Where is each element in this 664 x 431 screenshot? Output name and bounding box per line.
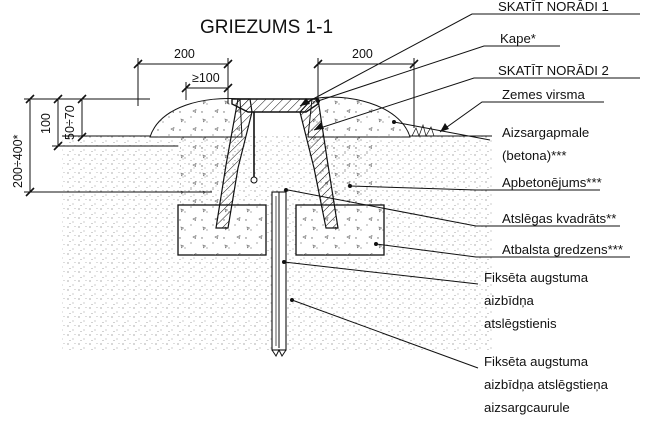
dim-min-100: ≥100 (192, 71, 220, 85)
label-valve-key-rod-line-1: aizbīdņa (484, 293, 535, 308)
leader-lines (282, 13, 640, 369)
label-concreting: Apbetonējums*** (502, 175, 602, 190)
annotation-labels: SKATĪT NORĀDI 1 Kape* SKATĪT NORĀDI 2 Zemes… (484, 0, 623, 415)
label-see-note-2-line-0: SKATĪT NORĀDI 2 (498, 63, 609, 78)
label-protective-edge-line-1: (betona)*** (502, 148, 567, 163)
label-concreting-line-0: Apbetonējums*** (502, 175, 602, 190)
label-ground-surface: Zemes virsma (502, 87, 585, 102)
label-key-square: Atslēgas kvadrāts** (502, 211, 616, 226)
dim-200-400: 200÷400* (11, 134, 25, 188)
support-ring-right-fill (296, 205, 384, 255)
label-key-square-line-0: Atslēgas kvadrāts** (502, 211, 616, 226)
label-lid: Kape* (500, 31, 536, 46)
label-valve-key-rod: Fiksēta augstuma aizbīdņa atslēgstienis (484, 270, 589, 331)
label-valve-key-rod-tube-line-1: aizbīdņa atslēgstieņa (484, 377, 609, 392)
right-protective-edge-fill (308, 97, 410, 137)
valve-key-rod-assembly (271, 188, 288, 357)
label-see-note-1-line-0: SKATĪT NORĀDI 1 (498, 0, 609, 14)
label-support-ring-line-0: Atbalsta gredzens*** (502, 242, 623, 257)
label-valve-key-rod-line-0: Fiksēta augstuma (484, 270, 589, 285)
ground-surface-line (62, 123, 492, 138)
dim-50-70: 50÷70 (63, 105, 77, 140)
dim-100-vertical: 100 (39, 113, 53, 134)
label-protective-edge-line-0: Aizsargapmale (502, 125, 589, 140)
section-title: GRIEZUMS 1-1 (200, 17, 333, 38)
left-protective-edge-fill (150, 98, 242, 137)
label-valve-key-rod-tube-line-0: Fiksēta augstuma (484, 354, 589, 369)
label-protective-edge: Aizsargapmale (betona)*** (502, 125, 589, 163)
label-valve-key-rod-line-2: atslēgstienis (484, 316, 557, 331)
dim-200-right: 200 (352, 47, 373, 61)
label-ground-surface-line-0: Zemes virsma (502, 87, 585, 102)
label-lid-line-0: Kape* (500, 31, 536, 46)
label-support-ring: Atbalsta gredzens*** (502, 242, 623, 257)
label-see-note-1: SKATĪT NORĀDI 1 (498, 0, 609, 14)
label-valve-key-rod-tube-line-2: aizsargcaurule (484, 400, 570, 415)
dim-200-left: 200 (174, 47, 195, 61)
label-valve-key-rod-tube: Fiksēta augstuma aizbīdņa atslēgstieņa aiz… (484, 354, 609, 415)
hinge-pin (250, 176, 258, 184)
label-see-note-2: SKATĪT NORĀDI 2 (498, 63, 609, 78)
